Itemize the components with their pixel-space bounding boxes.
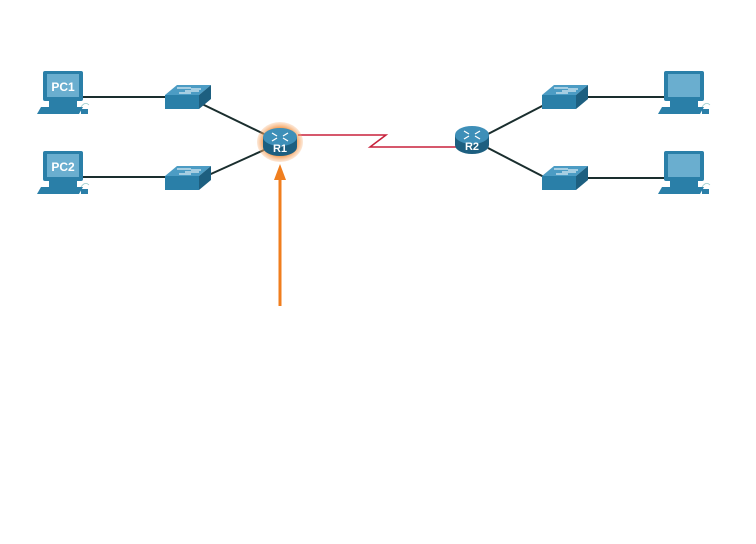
- pc1-label: PC1: [51, 80, 75, 94]
- link-r2-s4: [487, 147, 547, 179]
- link-r2-s3: [487, 103, 547, 135]
- router-r2[interactable]: R2: [454, 125, 490, 155]
- r1-label: R1: [273, 143, 287, 155]
- pc3[interactable]: [657, 70, 711, 115]
- link-s1-r1: [201, 103, 265, 135]
- arrow-head-icon: [274, 164, 286, 180]
- switch-3[interactable]: [541, 84, 589, 110]
- r2-label: R2: [465, 141, 479, 153]
- switch-2[interactable]: [164, 165, 212, 191]
- link-s2-r1: [201, 149, 265, 179]
- router-r1[interactable]: R1: [257, 122, 303, 162]
- pc2[interactable]: PC2: [36, 150, 90, 195]
- ethernet-links: [82, 96, 666, 179]
- pc1[interactable]: PC1: [36, 70, 90, 115]
- switch-4[interactable]: [541, 165, 589, 191]
- pc2-label: PC2: [51, 160, 75, 174]
- pc4[interactable]: [657, 150, 711, 195]
- serial-link-r1-r2: [298, 134, 456, 148]
- pointer-arrow: [274, 164, 286, 306]
